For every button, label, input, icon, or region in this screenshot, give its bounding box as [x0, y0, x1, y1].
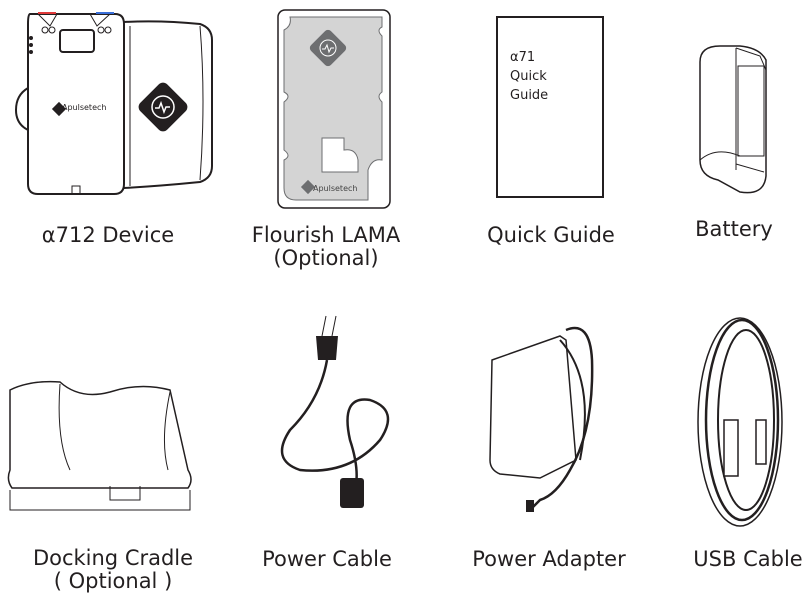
device-image	[14, 12, 213, 195]
quick-guide-label: Quick Guide	[487, 223, 615, 247]
lama-label: Flourish LAMA (Optional)	[252, 224, 401, 270]
lama-image	[277, 9, 391, 209]
usb-cable-label: USB Cable	[693, 547, 803, 571]
power-adapter-label: Power Adapter	[472, 547, 626, 571]
lama-label-optional: (Optional)	[273, 246, 379, 270]
quick-guide-booklet: α71 Quick Guide	[496, 16, 604, 198]
guide-cover-line: Quick	[510, 69, 547, 84]
lama-label-main: Flourish LAMA	[251, 223, 401, 247]
battery-label: Battery	[695, 217, 773, 241]
battery-image	[699, 45, 767, 194]
power-cable-label: Power Cable	[262, 547, 392, 571]
cradle-label-main: Docking Cradle	[32, 546, 194, 570]
device-brand: Apulsetech	[62, 103, 107, 112]
lama-brand: Apulsetech	[313, 184, 358, 193]
guide-cover-line: α71	[510, 50, 536, 65]
cradle-label-optional: ( Optional )	[53, 569, 173, 593]
guide-cover-line: Guide	[510, 88, 549, 103]
device-label: α712 Device	[41, 223, 175, 247]
cradle-label: Docking Cradle ( Optional )	[33, 547, 193, 593]
